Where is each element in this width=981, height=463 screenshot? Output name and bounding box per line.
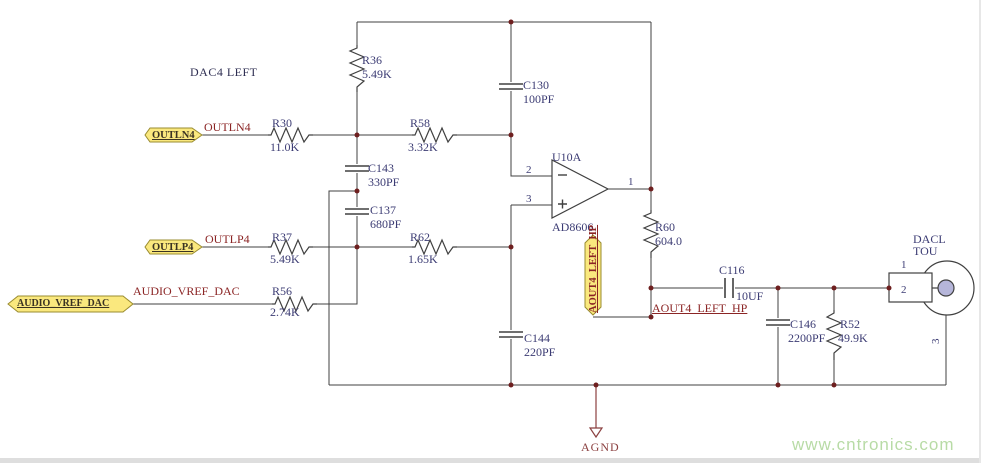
- value-label-R56: 2.74K: [270, 305, 300, 319]
- ref-label-R56: R56: [272, 284, 293, 298]
- opamp-pin1-number: 1: [628, 176, 634, 188]
- opamp-plus-sign: [558, 199, 567, 209]
- part-label-AD8606: AD8606: [552, 220, 594, 234]
- port-text-outln4: OUTLN4: [152, 130, 195, 141]
- opamp-symbol: [551, 159, 610, 219]
- schematic-title: DAC4 LEFT: [190, 65, 258, 79]
- ref-label-U10A: U10A: [552, 150, 582, 164]
- jack-name-line2: TOU: [913, 244, 938, 258]
- resistor-R52: [825, 310, 843, 360]
- jack-pin3-number: 3: [930, 338, 942, 345]
- value-label-C116: 10UF: [736, 289, 764, 303]
- value-label-C137: 680PF: [370, 217, 402, 231]
- ref-label-R30: R30: [272, 116, 293, 130]
- jack-name-line1: DACL: [913, 232, 946, 246]
- port-flag-audio-vref-dac: [7, 295, 134, 313]
- port-flag-outlp4: [144, 239, 203, 255]
- ref-label-C130: C130: [523, 78, 550, 92]
- value-label-R58: 3.32K: [408, 140, 438, 154]
- value-label-R36: 5.49K: [362, 67, 392, 81]
- value-label-R30: 11.0K: [270, 140, 300, 154]
- value-label-C143: 330PF: [368, 175, 400, 189]
- resistor-symbols: [268, 45, 843, 360]
- port-flag-aout4-left-hp: [584, 234, 602, 316]
- ref-label-C116: C116: [719, 263, 745, 277]
- value-label-R62: 1.65K: [408, 252, 438, 266]
- ref-label-C144: C144: [524, 331, 551, 345]
- page-right-edge: [979, 0, 981, 463]
- value-label-C130: 100PF: [523, 92, 555, 106]
- capacitor-C130: [499, 83, 523, 90]
- wires: [133, 21, 947, 386]
- net-label-outln4: OUTLN4: [204, 120, 251, 134]
- value-label-R37: 5.49K: [270, 252, 300, 266]
- ref-label-R58: R58: [410, 116, 431, 130]
- capacitor-C146: [766, 319, 790, 326]
- capacitor-C116: [724, 278, 734, 298]
- jack-pin2-number: 2: [901, 284, 907, 296]
- opamp-pin2-number: 2: [526, 164, 532, 176]
- port-text-outlp4: OUTLP4: [152, 242, 194, 253]
- value-label-R52: 49.9K: [838, 331, 868, 345]
- capacitor-C143: [345, 165, 369, 172]
- capacitor-C137: [345, 208, 369, 215]
- resistor-R37: [268, 238, 313, 256]
- ref-label-C146: C146: [790, 317, 817, 331]
- agnd-label: AGND: [581, 440, 620, 454]
- jack-connector-symbol: [888, 260, 975, 316]
- ref-label-C143: C143: [368, 161, 395, 175]
- resistor-R62: [412, 238, 457, 256]
- resistor-R60: [642, 210, 660, 258]
- jack-tip-contact: [937, 279, 955, 297]
- port-text-audio-vref-dac: AUDIO_VREF_DAC: [17, 298, 110, 309]
- value-label-R60: 604.0: [655, 234, 682, 248]
- watermark-text: www.cntronics.com: [792, 435, 955, 454]
- capacitor-C144: [499, 331, 523, 338]
- agnd-ground-symbol: [588, 385, 604, 439]
- jack-pin1-number: 1: [901, 259, 907, 271]
- junction-dots: [354, 19, 892, 388]
- ref-label-R36: R36: [362, 53, 383, 67]
- page-bottom-edge: [0, 458, 981, 463]
- capacitor-symbols: [345, 83, 790, 338]
- ref-label-R60: R60: [655, 220, 676, 234]
- ref-label-C137: C137: [370, 203, 397, 217]
- port-text-aout4-left-hp: AOUT4_LEFT_HP: [588, 224, 599, 313]
- ref-label-R62: R62: [410, 230, 431, 244]
- net-label-audio-vref-dac: AUDIO_VREF_DAC: [133, 284, 240, 298]
- port-flags: [7, 127, 602, 316]
- ref-label-R52: R52: [840, 317, 861, 331]
- resistor-R30: [268, 126, 313, 144]
- value-label-C146: 2200PF: [788, 331, 826, 345]
- port-flag-outln4: [144, 127, 203, 143]
- net-label-aout4-left-hp: AOUT4_LEFT_HP: [652, 301, 748, 315]
- value-label-C144: 220PF: [524, 345, 556, 359]
- ref-label-R37: R37: [272, 230, 293, 244]
- resistor-R58: [412, 126, 457, 144]
- opamp-pin3-number: 3: [526, 193, 532, 205]
- net-label-outlp4: OUTLP4: [205, 232, 250, 246]
- resistor-R56: [272, 295, 317, 313]
- resistor-R36: [348, 45, 366, 92]
